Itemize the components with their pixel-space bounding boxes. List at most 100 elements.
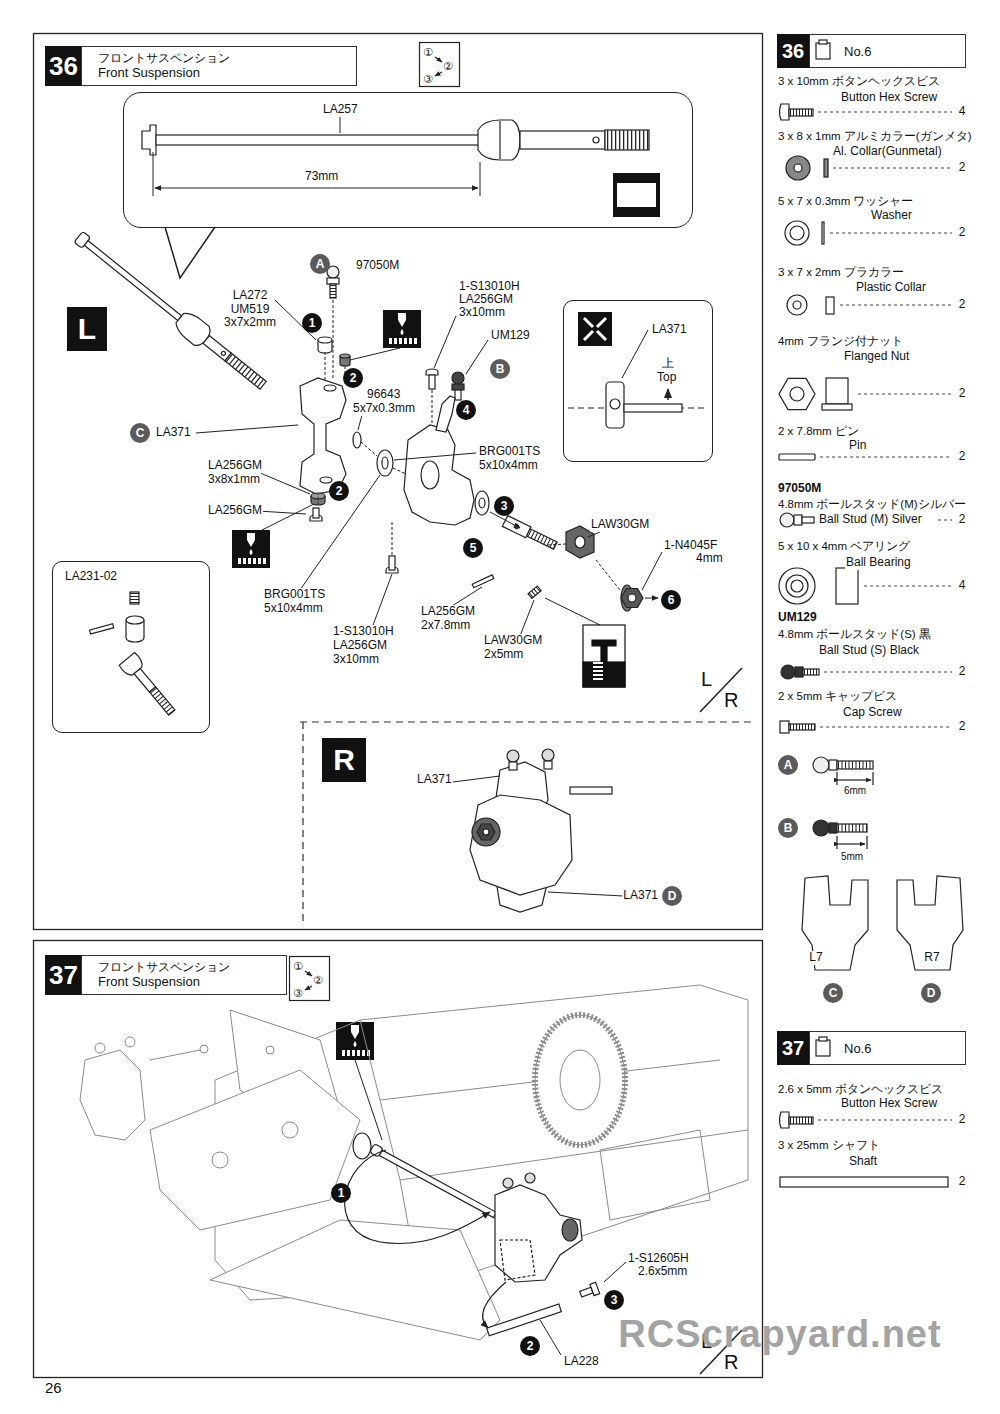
callout-letter: C bbox=[130, 423, 150, 443]
node-text: D bbox=[668, 890, 677, 902]
callout-bubble-tail bbox=[165, 227, 215, 278]
part-label: Button Hex Screw bbox=[840, 91, 938, 105]
axle-parts bbox=[153, 690, 172, 712]
step-title: フロントサスペンションFront Suspension bbox=[81, 46, 357, 86]
install-lines bbox=[355, 1060, 626, 1355]
ball-stud bbox=[452, 372, 464, 384]
part-label: 5 x 10 x 4mm ベアリング bbox=[777, 540, 911, 553]
count-leader bbox=[818, 112, 952, 1120]
part-label: Plastic Collar bbox=[855, 281, 927, 295]
node-text: Top bbox=[655, 370, 678, 384]
parts-list-icons bbox=[837, 772, 873, 785]
screw bbox=[429, 375, 435, 389]
part-label: 2x7.8mm bbox=[420, 619, 471, 633]
part-label: BRG001TS bbox=[478, 445, 541, 459]
node-text: D bbox=[927, 987, 936, 999]
callout-letter: D bbox=[662, 886, 682, 906]
knuckle-assembly bbox=[470, 795, 572, 895]
chassis bbox=[150, 1050, 200, 1060]
part-label: Washer bbox=[870, 209, 913, 223]
part-label: Flanged Nut bbox=[843, 350, 910, 364]
wheel-hex bbox=[472, 575, 494, 588]
mirror-icon-slash bbox=[700, 668, 742, 1374]
node-text: フロントサスペンション bbox=[98, 960, 230, 974]
node-text: L bbox=[78, 314, 96, 344]
part-label: 2 bbox=[958, 298, 967, 312]
node-text: No.6 bbox=[844, 44, 871, 60]
node-text: 3 bbox=[611, 1294, 618, 1306]
ball-stud bbox=[327, 278, 339, 284]
part-label: 2.6x5mm bbox=[637, 1265, 688, 1279]
knuckle-assembly bbox=[507, 750, 519, 762]
part-label: LA256GM bbox=[207, 459, 263, 473]
parts-list-icons bbox=[790, 1117, 813, 1124]
screw bbox=[313, 508, 319, 518]
step-panel bbox=[34, 34, 763, 1378]
part-label: Ball Stud (S) Black bbox=[818, 644, 920, 658]
callout-letter: B bbox=[490, 359, 510, 379]
knuckle-assembly bbox=[472, 818, 500, 846]
dimension-line bbox=[155, 188, 478, 189]
bearing bbox=[382, 457, 388, 469]
part-label: LA228 bbox=[563, 1355, 600, 1369]
drive-shaft bbox=[229, 358, 263, 386]
parts-list-icons bbox=[839, 779, 871, 780]
c-hub bbox=[300, 378, 346, 494]
node-text: 36 bbox=[782, 41, 804, 61]
step-number: 36 bbox=[45, 46, 82, 86]
sequence-icon bbox=[435, 72, 442, 76]
parts-list-icons bbox=[789, 1117, 813, 1124]
parts-list-icons bbox=[780, 104, 790, 120]
drive-shaft bbox=[203, 336, 231, 361]
callout-number: 2 bbox=[520, 1336, 540, 1356]
part-label: UM519 bbox=[230, 303, 271, 317]
orientation-icon bbox=[578, 312, 612, 346]
chassis bbox=[560, 1050, 600, 1110]
sequence-number: ② bbox=[313, 974, 323, 987]
parts-list-icons bbox=[838, 761, 873, 769]
part-label: 3x10mm bbox=[332, 653, 380, 667]
axle-parts bbox=[134, 669, 156, 693]
node-text: No.6 bbox=[844, 1041, 871, 1057]
mirror-icon: LR bbox=[700, 668, 743, 713]
part-label: LA371 bbox=[155, 426, 192, 440]
adhesive-icon bbox=[383, 310, 421, 348]
sequence-icon bbox=[305, 971, 312, 976]
thread-lock-icon bbox=[593, 662, 603, 680]
part-label: 4mm フランジ付ナット bbox=[777, 335, 904, 348]
view-label: L bbox=[67, 307, 107, 351]
part-label: 1-S12605H bbox=[627, 1252, 690, 1266]
part-label: Cap Screw bbox=[842, 706, 903, 720]
drive-shaft-full-scale bbox=[607, 130, 649, 150]
node-text: 1 bbox=[338, 1187, 345, 1199]
assembly-lines bbox=[262, 348, 600, 625]
callout-number: 4 bbox=[456, 400, 476, 420]
node-text: B bbox=[496, 363, 505, 375]
axle-parts bbox=[150, 687, 175, 715]
node-text: 2 bbox=[336, 485, 343, 497]
parts-list-icons bbox=[791, 580, 803, 592]
axle-parts bbox=[126, 616, 144, 624]
part-label: 2 bbox=[958, 387, 967, 401]
parts-list-icons bbox=[789, 109, 813, 116]
chassis bbox=[535, 1015, 625, 1145]
axle-parts bbox=[89, 624, 113, 634]
parts-list-icons bbox=[829, 823, 837, 833]
parts-bag-icon bbox=[816, 1040, 830, 1056]
install-lines bbox=[483, 1282, 506, 1328]
node-text: R bbox=[333, 745, 355, 775]
parts-list-icons bbox=[790, 387, 804, 401]
parts-list-icons bbox=[836, 568, 858, 604]
step-panel bbox=[34, 941, 763, 1378]
parts-list-icons bbox=[802, 876, 868, 970]
drive-shaft-full-scale bbox=[156, 135, 480, 145]
dimension-line bbox=[153, 117, 480, 196]
assembly-lines bbox=[372, 574, 534, 636]
screw bbox=[389, 556, 395, 570]
axle-parts bbox=[130, 593, 139, 604]
part-label: 1-S13010H bbox=[458, 280, 521, 294]
callout-bubble: LA25773mm1:1 bbox=[123, 92, 693, 228]
parts-list-icons bbox=[790, 724, 815, 730]
parts-list-icons bbox=[779, 454, 815, 460]
node-text: 2 bbox=[527, 1340, 534, 1352]
